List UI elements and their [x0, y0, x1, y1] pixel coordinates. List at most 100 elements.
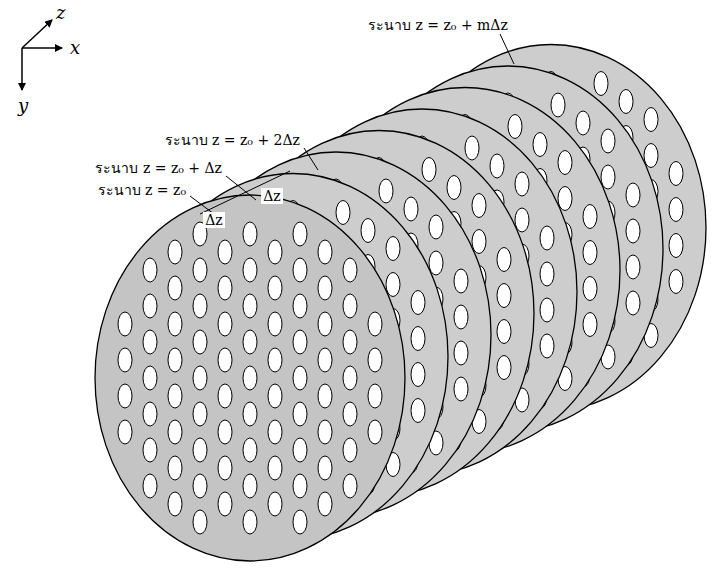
hole — [429, 215, 443, 239]
hole — [343, 438, 357, 462]
hole — [551, 93, 565, 117]
hole — [497, 248, 511, 272]
hole — [143, 366, 157, 390]
hole — [626, 183, 640, 207]
leader-line — [226, 176, 256, 200]
hole — [143, 402, 157, 426]
hole — [218, 384, 232, 408]
axis-label: z — [54, 2, 67, 24]
hole — [454, 269, 468, 293]
z-axis — [22, 20, 52, 48]
hole — [268, 276, 282, 300]
hole — [168, 384, 182, 408]
plane-disc — [95, 195, 405, 561]
leader-lines — [190, 34, 514, 214]
hole — [343, 402, 357, 426]
axis-label: y — [16, 95, 30, 117]
hole — [368, 420, 382, 444]
plane-label: ระนาบ z = z₀ — [96, 182, 188, 199]
hole — [490, 154, 504, 178]
hole — [243, 294, 257, 318]
hole — [404, 197, 418, 221]
hole — [293, 222, 307, 246]
hole — [540, 226, 554, 250]
hole — [411, 291, 425, 315]
hole — [143, 474, 157, 498]
hole — [454, 377, 468, 401]
hole — [447, 176, 461, 200]
hole — [193, 258, 207, 282]
hole — [540, 334, 554, 358]
hole — [508, 115, 522, 139]
disc-face — [95, 195, 405, 561]
dimension-label: Δz — [203, 212, 225, 229]
hole — [268, 492, 282, 516]
hole — [318, 492, 332, 516]
hole — [168, 420, 182, 444]
hole — [118, 348, 132, 372]
hole — [336, 201, 350, 225]
hole — [168, 492, 182, 516]
hole — [168, 312, 182, 336]
hole — [318, 240, 332, 264]
hole — [361, 219, 375, 243]
hole — [243, 510, 257, 534]
hole — [293, 330, 307, 354]
hole — [594, 72, 608, 96]
hole — [619, 90, 633, 114]
hole — [243, 474, 257, 498]
hole — [168, 348, 182, 372]
hole — [243, 258, 257, 282]
plane-label: ระนาบ z = z₀ + 2Δz — [163, 132, 302, 149]
hole — [558, 187, 572, 211]
plane-label: ระนาบ z = z₀ + Δz — [93, 160, 224, 177]
hole — [268, 420, 282, 444]
hole — [644, 144, 658, 168]
hole — [644, 108, 658, 132]
hole — [318, 276, 332, 300]
hole — [386, 237, 400, 261]
hole — [218, 348, 232, 372]
hole — [193, 366, 207, 390]
hole — [626, 291, 640, 315]
hole — [293, 294, 307, 318]
hole — [343, 330, 357, 354]
hole — [583, 277, 597, 301]
hole — [168, 456, 182, 480]
hole — [411, 399, 425, 423]
hole — [218, 492, 232, 516]
hole — [454, 305, 468, 329]
hole — [379, 179, 393, 203]
hole — [411, 363, 425, 387]
hole — [515, 208, 529, 232]
hole — [293, 510, 307, 534]
hole — [318, 456, 332, 480]
hole — [626, 255, 640, 279]
disc-group — [95, 45, 706, 562]
hole — [193, 402, 207, 426]
hole — [218, 456, 232, 480]
hole — [193, 330, 207, 354]
hole — [293, 474, 307, 498]
hole — [293, 402, 307, 426]
hole — [218, 240, 232, 264]
hole — [343, 294, 357, 318]
hole — [540, 262, 554, 286]
hole — [268, 456, 282, 480]
hole — [583, 241, 597, 265]
hole — [626, 219, 640, 243]
plane-label: ระนาบ z = z₀ + mΔz — [366, 17, 510, 34]
hole — [343, 366, 357, 390]
hole — [293, 438, 307, 462]
hole — [669, 162, 683, 186]
hole — [515, 172, 529, 196]
hole — [118, 384, 132, 408]
hole — [143, 330, 157, 354]
hole — [429, 251, 443, 275]
hole — [218, 420, 232, 444]
hole — [343, 474, 357, 498]
hole — [669, 270, 683, 294]
hole — [454, 341, 468, 365]
